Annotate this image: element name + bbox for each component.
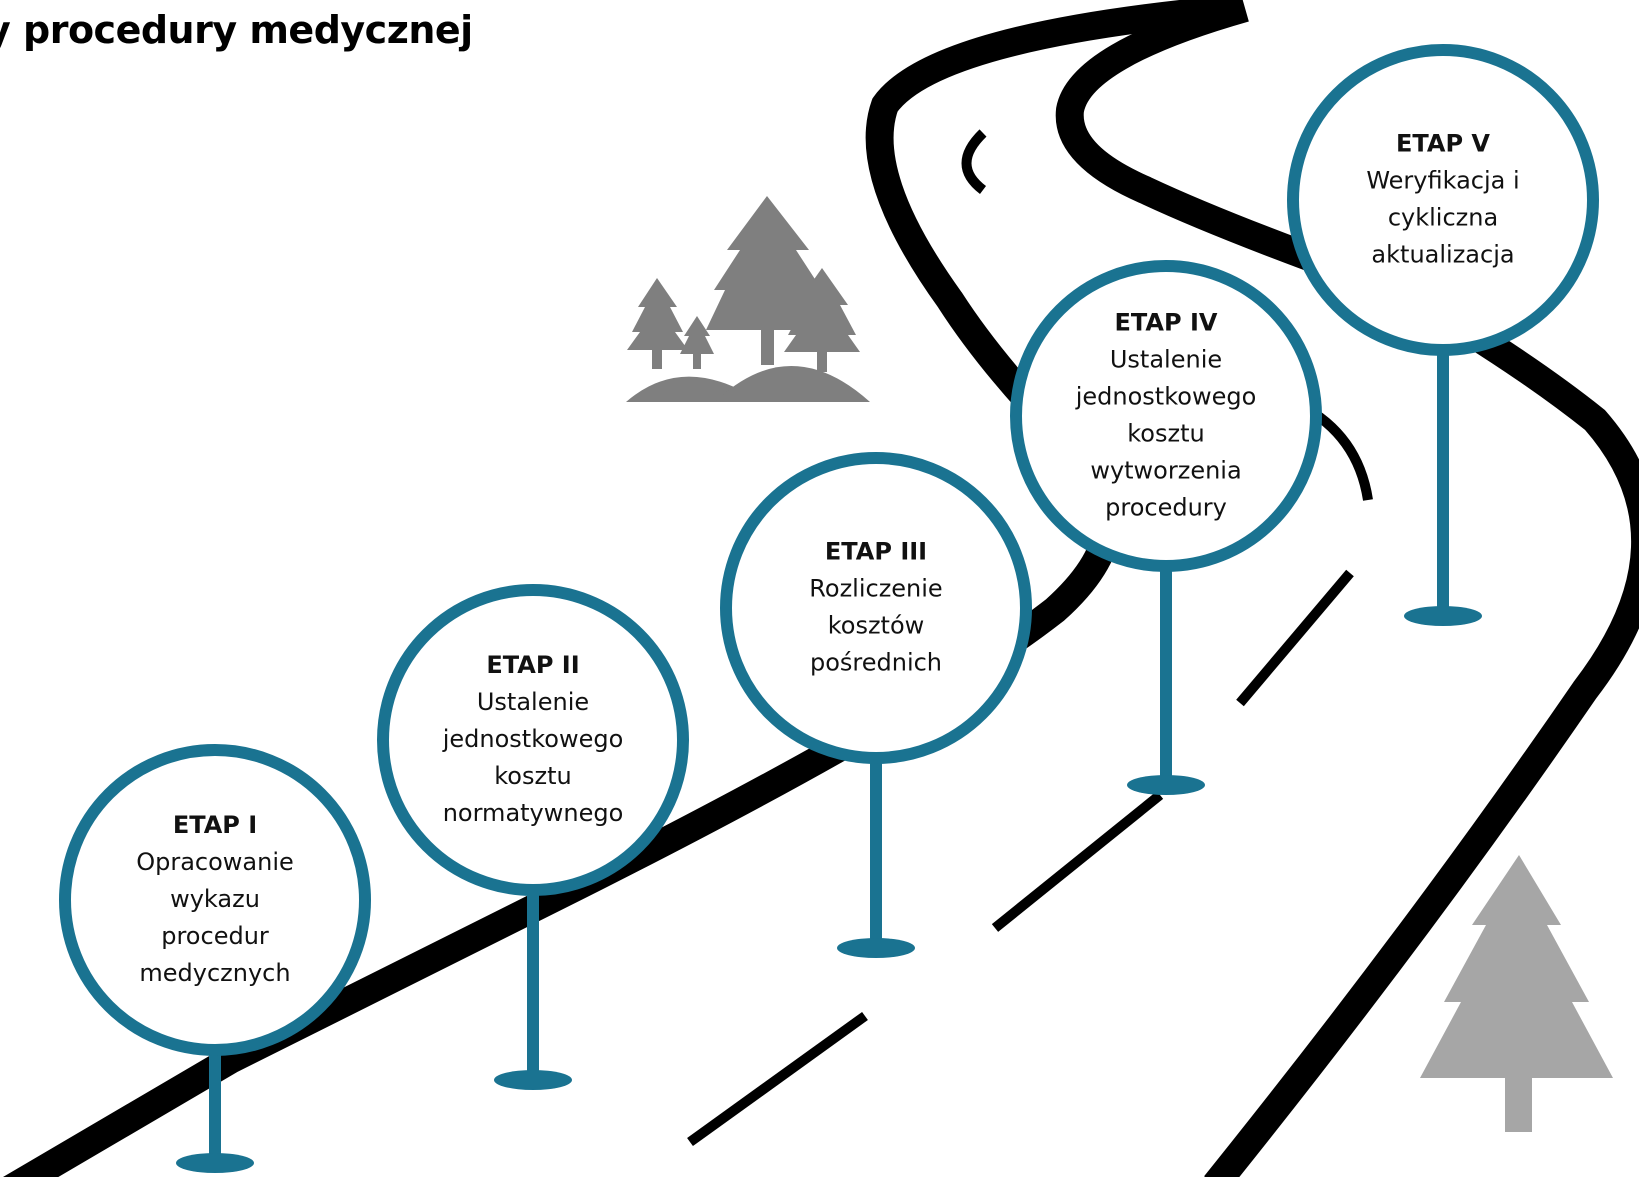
stage-pole: [209, 1050, 221, 1163]
stage-marker-3: ETAP III Rozliczenie kosztów pośrednich: [720, 452, 1032, 958]
stage-pole: [1437, 350, 1449, 616]
stage-marker-2: ETAP II Ustalenie jednostkowego kosztu norma…: [377, 584, 689, 1090]
stage-marker-1: ETAP I Opracowanie wykazu procedur medycznyc…: [59, 744, 371, 1173]
stage-pole: [870, 758, 882, 948]
stage-description-line: pośrednich: [810, 649, 942, 677]
stage-marker-5: ETAP V Weryfikacja i cykliczna aktualizacja: [1287, 44, 1599, 626]
stage-circle: [1287, 44, 1599, 356]
stage-description-line: Rozliczenie: [809, 575, 942, 603]
stage-pole: [527, 890, 539, 1080]
stage-description-line: kosztu: [1127, 420, 1204, 448]
stage-pole-base: [494, 1070, 572, 1090]
stage-pole-base: [837, 938, 915, 958]
stage-label: ETAP I: [173, 811, 257, 839]
stage-description-line: Weryfikacja i: [1366, 167, 1519, 195]
stage-description-line: wykazu: [170, 885, 260, 913]
stage-label: ETAP IV: [1115, 309, 1218, 337]
stage-description-line: kosztów: [828, 612, 925, 640]
stage-circle: [1010, 260, 1322, 572]
stage-description-line: procedur: [161, 922, 269, 950]
stage-pole-base: [1127, 775, 1205, 795]
stage-label: ETAP III: [825, 538, 927, 566]
stage-circle: [59, 744, 371, 1056]
stage-pole-base: [1404, 606, 1482, 626]
stage-description-line: medycznych: [139, 959, 290, 987]
stage-description-line: kosztu: [494, 762, 571, 790]
stage-circle: [377, 584, 689, 896]
stage-pole: [1160, 566, 1172, 785]
stage-description-line: jednostkowego: [442, 725, 624, 753]
stage-label: ETAP II: [486, 651, 579, 679]
stage-pole-base: [176, 1153, 254, 1173]
stage-circle: [720, 452, 1032, 764]
stage-markers: ETAP I Opracowanie wykazu procedur medycznyc…: [59, 44, 1599, 1173]
stage-description-line: aktualizacja: [1371, 241, 1514, 269]
stage-description-line: cykliczna: [1388, 204, 1498, 232]
stage-description-line: normatywnego: [443, 799, 624, 827]
stage-description-line: Ustalenie: [1110, 346, 1222, 374]
stage-label: ETAP V: [1396, 130, 1490, 158]
stage-description-line: Opracowanie: [136, 848, 294, 876]
tree-group-icon: [626, 196, 870, 402]
stage-description-line: procedury: [1105, 494, 1227, 522]
stage-description-line: jednostkowego: [1075, 383, 1257, 411]
stage-marker-4: ETAP IV Ustalenie jednostkowego kosztu wytwo…: [1010, 260, 1322, 795]
page-title: y procedury medycznej: [0, 8, 473, 52]
stage-description-line: Ustalenie: [477, 688, 589, 716]
stage-description-line: wytworzenia: [1090, 457, 1241, 485]
tree-icon: [1420, 855, 1613, 1132]
